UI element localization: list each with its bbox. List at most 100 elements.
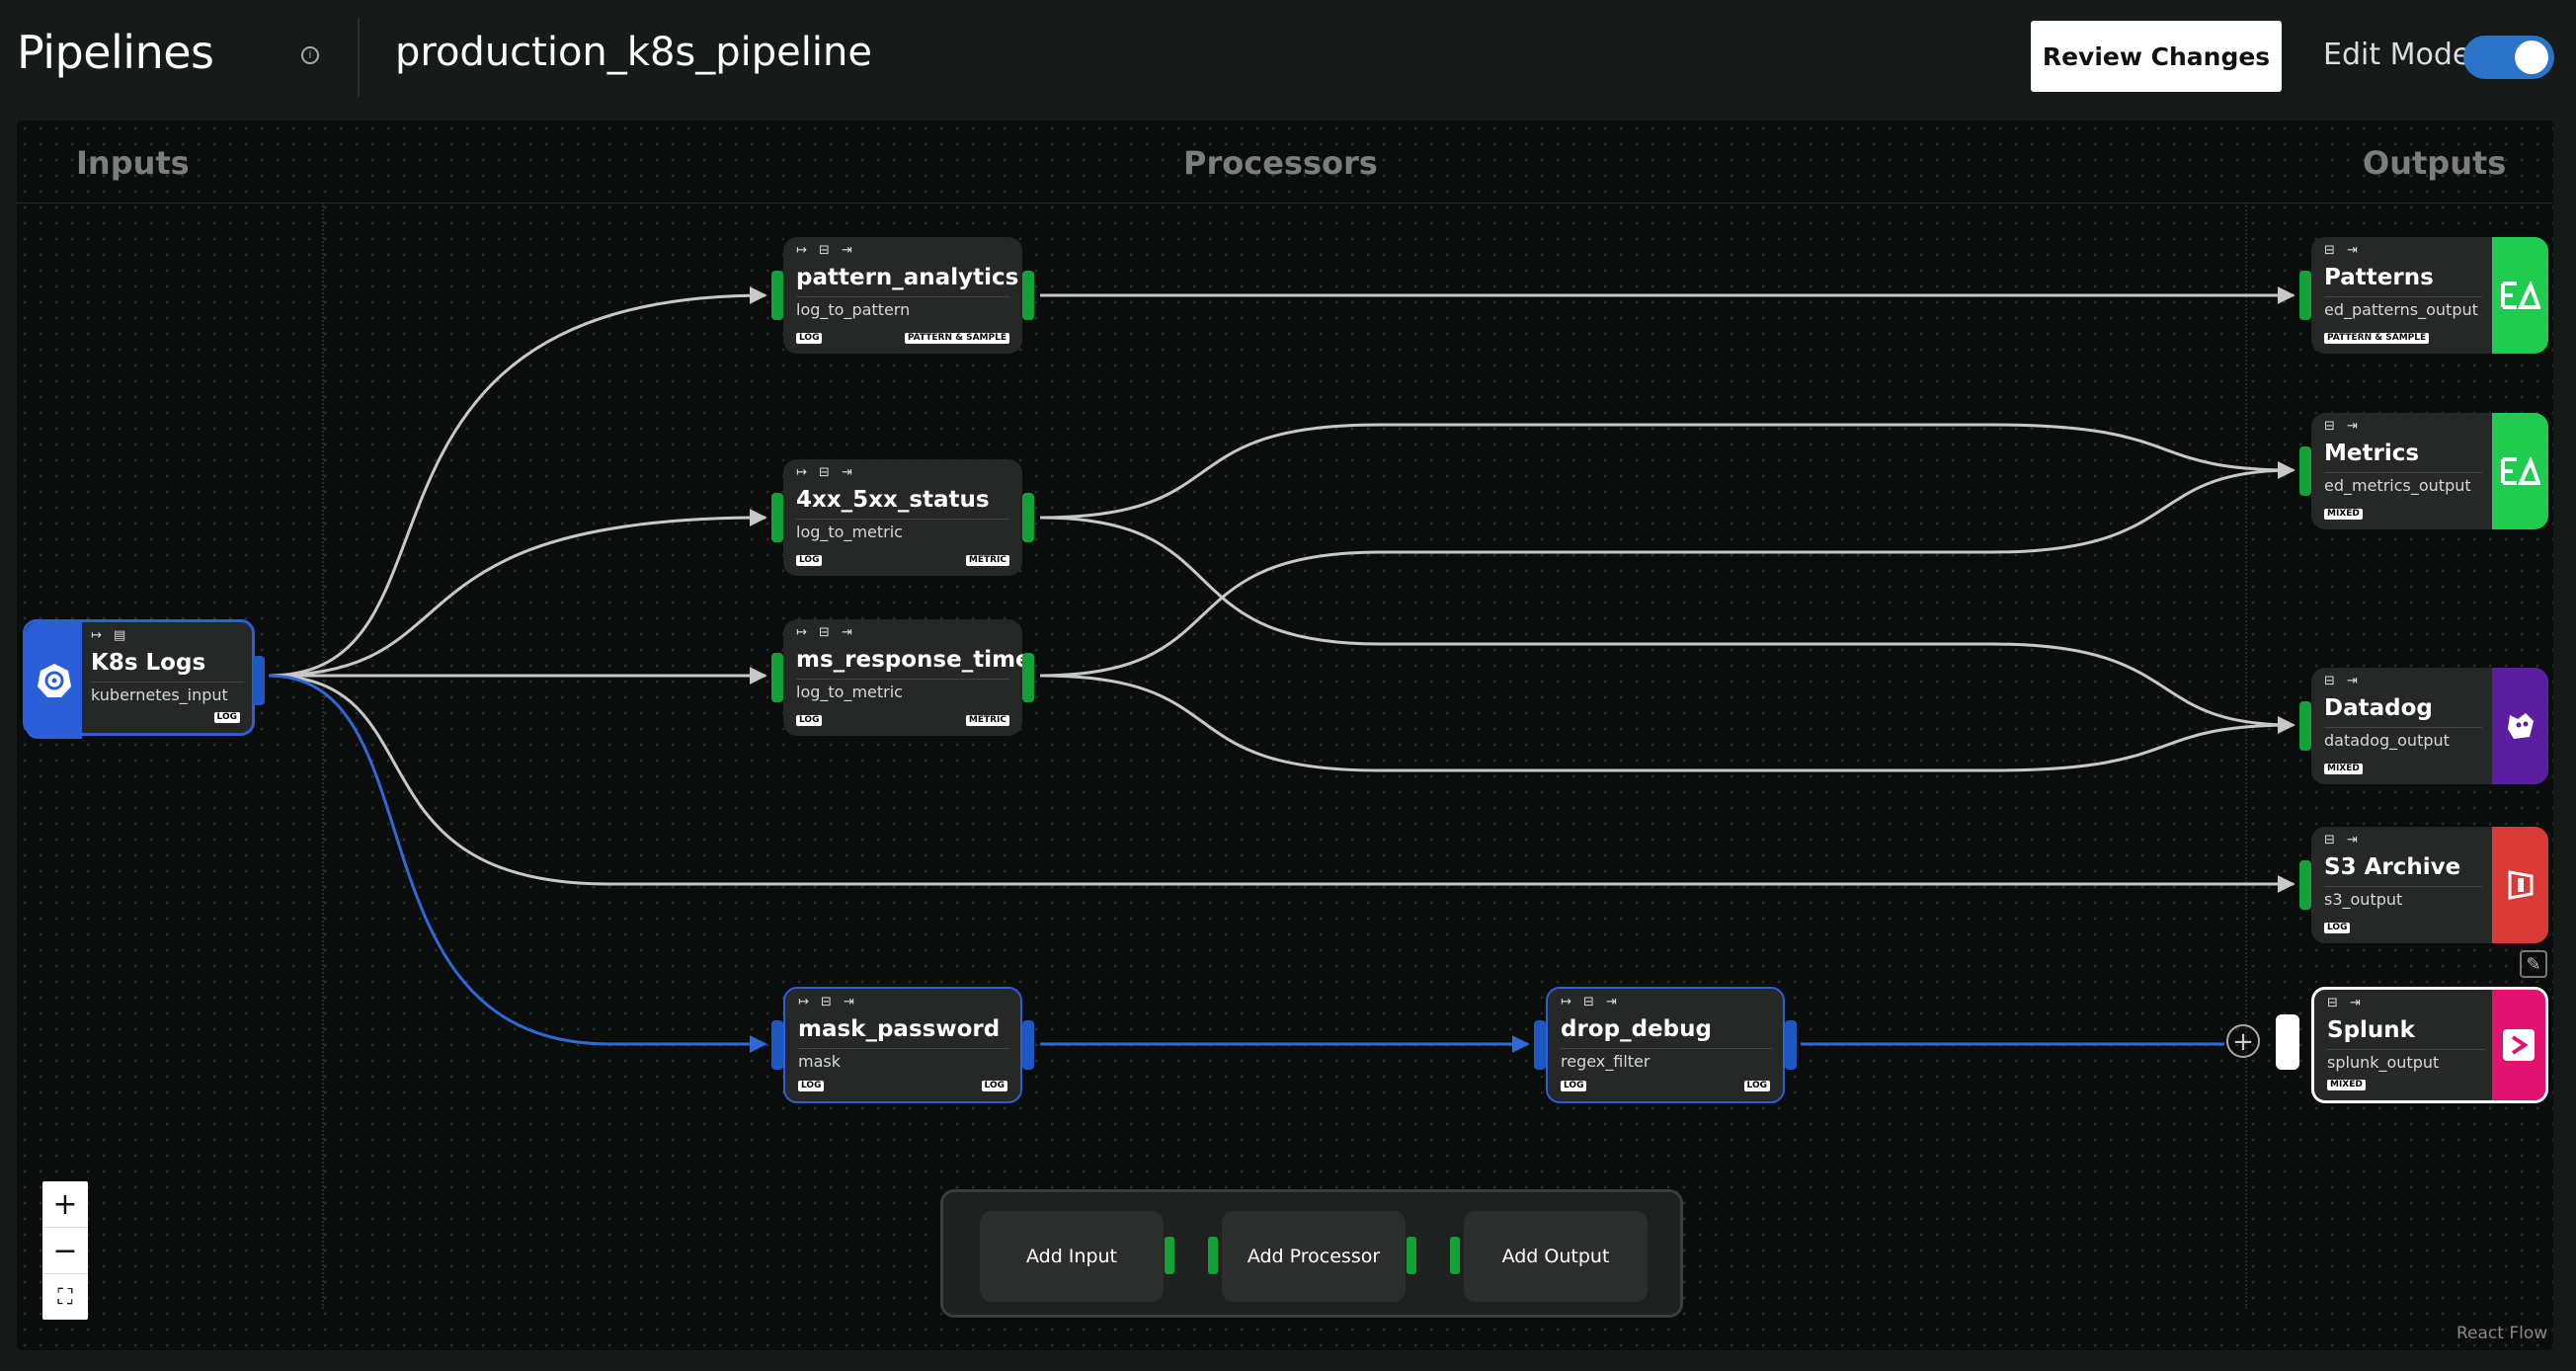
edgedelta-icon — [2492, 413, 2548, 529]
tag-badge: METRIC — [966, 715, 1009, 726]
node-icons: ↦ ⊟ ⇥ — [1561, 995, 1621, 1009]
node-icons: ⊟ ⇥ — [2324, 243, 2362, 258]
node-subtitle: datadog_output — [2324, 731, 2450, 750]
page-title: Pipelines — [17, 26, 214, 79]
add-processor-output-handle — [1407, 1237, 1416, 1274]
react-flow-attribution[interactable]: React Flow — [2456, 1324, 2547, 1343]
node-mask-password[interactable]: ↦ ⊟ ⇥ mask_password mask LOG LOG — [783, 987, 1022, 1103]
node-separator — [796, 296, 1009, 297]
tag-badge: LOG — [796, 555, 822, 566]
node-icons: ⊟ ⇥ — [2324, 674, 2362, 688]
output-handle[interactable] — [1022, 271, 1034, 320]
datadog-icon — [2492, 668, 2548, 784]
edit-icon[interactable]: ✎ — [2520, 950, 2547, 978]
zoom-controls: + − ⛶ — [42, 1181, 88, 1320]
output-handle[interactable] — [1022, 493, 1034, 542]
splunk-input-handle[interactable] — [2276, 1014, 2299, 1070]
input-handle[interactable] — [771, 271, 783, 320]
edge-k8s-s3 — [269, 676, 2294, 884]
node-icons: ↦ ⊟ ⇥ — [796, 243, 856, 258]
input-handle[interactable] — [2299, 271, 2311, 320]
node-k8s-logs[interactable]: ↦ ▤ K8s Logs kubernetes_input LOG — [23, 619, 255, 736]
pipeline-canvas[interactable]: Inputs Processors Outputs — [17, 121, 2553, 1350]
splunk-icon — [2492, 990, 2545, 1100]
add-node-toolbar: Add Input Add Processor Add Output — [940, 1189, 1683, 1318]
node-title: K8s Logs — [91, 650, 205, 676]
node-metrics-output[interactable]: ⊟ ⇥ Metrics ed_metrics_output MIXED — [2311, 413, 2548, 529]
input-handle[interactable] — [771, 493, 783, 542]
tag-badge: METRIC — [966, 555, 1009, 566]
tag-badge: PATTERN & SAMPLE — [905, 333, 1009, 344]
node-splunk-output[interactable]: ⊟ ⇥ Splunk splunk_output MIXED — [2311, 987, 2548, 1103]
node-pattern-analytics[interactable]: ↦ ⊟ ⇥ pattern_analytics log_to_pattern L… — [783, 237, 1022, 354]
node-separator — [2324, 296, 2482, 297]
node-subtitle: log_to_pattern — [796, 300, 910, 319]
edge-k8s-mask — [269, 676, 765, 1044]
node-datadog-output[interactable]: ⊟ ⇥ Datadog datadog_output MIXED — [2311, 668, 2548, 784]
node-icons: ↦ ▤ — [91, 628, 129, 643]
tag-badge: LOG — [214, 712, 240, 723]
node-drop-debug[interactable]: ↦ ⊟ ⇥ drop_debug regex_filter LOG LOG — [1546, 987, 1785, 1103]
input-handle[interactable] — [771, 1020, 783, 1070]
node-title: Splunk — [2327, 1017, 2415, 1043]
output-handle[interactable] — [1785, 1020, 1797, 1070]
node-title: Patterns — [2324, 265, 2434, 290]
node-icons: ⊟ ⇥ — [2324, 419, 2362, 434]
node-subtitle: log_to_metric — [796, 683, 903, 701]
node-title: Metrics — [2324, 441, 2419, 466]
edge-resp-datadog — [1040, 676, 2294, 770]
output-handle[interactable] — [1022, 1020, 1034, 1070]
add-connection-icon[interactable]: + — [2226, 1024, 2260, 1058]
tag-badge: PATTERN & SAMPLE — [2324, 333, 2429, 344]
node-subtitle: s3_output — [2324, 890, 2402, 909]
edges-layer — [17, 121, 2553, 1350]
input-handle[interactable] — [2299, 701, 2311, 751]
node-patterns-output[interactable]: ⊟ ⇥ Patterns ed_patterns_output PATTERN … — [2311, 237, 2548, 354]
tag-badge: LOG — [982, 1081, 1007, 1091]
node-separator — [796, 519, 1009, 520]
output-handle[interactable] — [253, 656, 265, 705]
edge-k8s-pattern — [269, 295, 765, 676]
node-4xx-5xx-status[interactable]: ↦ ⊟ ⇥ 4xx_5xx_status log_to_metric LOG M… — [783, 459, 1022, 576]
node-icons: ↦ ⊟ ⇥ — [796, 625, 856, 640]
node-subtitle: kubernetes_input — [91, 686, 228, 704]
input-handle[interactable] — [1534, 1020, 1546, 1070]
edit-mode-label: Edit Mode — [2323, 38, 2470, 72]
node-separator — [1561, 1048, 1772, 1049]
node-subtitle: mask — [798, 1052, 841, 1071]
zoom-in-button[interactable]: + — [42, 1181, 88, 1228]
tag-badge: LOG — [796, 715, 822, 726]
output-handle[interactable] — [1022, 653, 1034, 702]
node-subtitle: regex_filter — [1561, 1052, 1650, 1071]
input-handle[interactable] — [771, 653, 783, 702]
node-ms-response-time[interactable]: ↦ ⊟ ⇥ ms_response_time log_to_metric LOG… — [783, 619, 1022, 736]
node-title: 4xx_5xx_status — [796, 487, 990, 513]
edit-mode-toggle[interactable] — [2463, 36, 2554, 79]
add-output-button[interactable]: Add Output — [1464, 1211, 1648, 1302]
node-s3-output[interactable]: ⊟ ⇥ S3 Archive s3_output LOG — [2311, 827, 2548, 943]
tag-badge: MIXED — [2327, 1080, 2366, 1090]
node-title: ms_response_time — [796, 647, 1031, 673]
kubernetes-icon — [26, 622, 82, 739]
fit-view-button[interactable]: ⛶ — [42, 1274, 88, 1320]
node-subtitle: log_to_metric — [796, 523, 903, 541]
input-handle[interactable] — [2299, 860, 2311, 910]
node-title: Datadog — [2324, 695, 2433, 721]
add-input-button[interactable]: Add Input — [980, 1211, 1164, 1302]
add-processor-button[interactable]: Add Processor — [1222, 1211, 1406, 1302]
info-icon[interactable]: i — [301, 46, 319, 64]
node-subtitle: ed_patterns_output — [2324, 300, 2478, 319]
node-separator — [2324, 886, 2482, 887]
input-handle[interactable] — [2299, 446, 2311, 496]
node-separator — [2324, 472, 2482, 473]
add-output-handle — [1450, 1237, 1460, 1274]
node-separator — [2327, 1049, 2485, 1050]
node-separator — [796, 679, 1009, 680]
review-changes-button[interactable]: Review Changes — [2031, 21, 2282, 92]
edge-status-metrics — [1040, 425, 2294, 518]
node-icons: ⊟ ⇥ — [2327, 996, 2365, 1010]
zoom-out-button[interactable]: − — [42, 1228, 88, 1274]
node-separator — [91, 682, 244, 683]
node-icons: ⊟ ⇥ — [2324, 833, 2362, 847]
node-title: drop_debug — [1561, 1016, 1712, 1042]
